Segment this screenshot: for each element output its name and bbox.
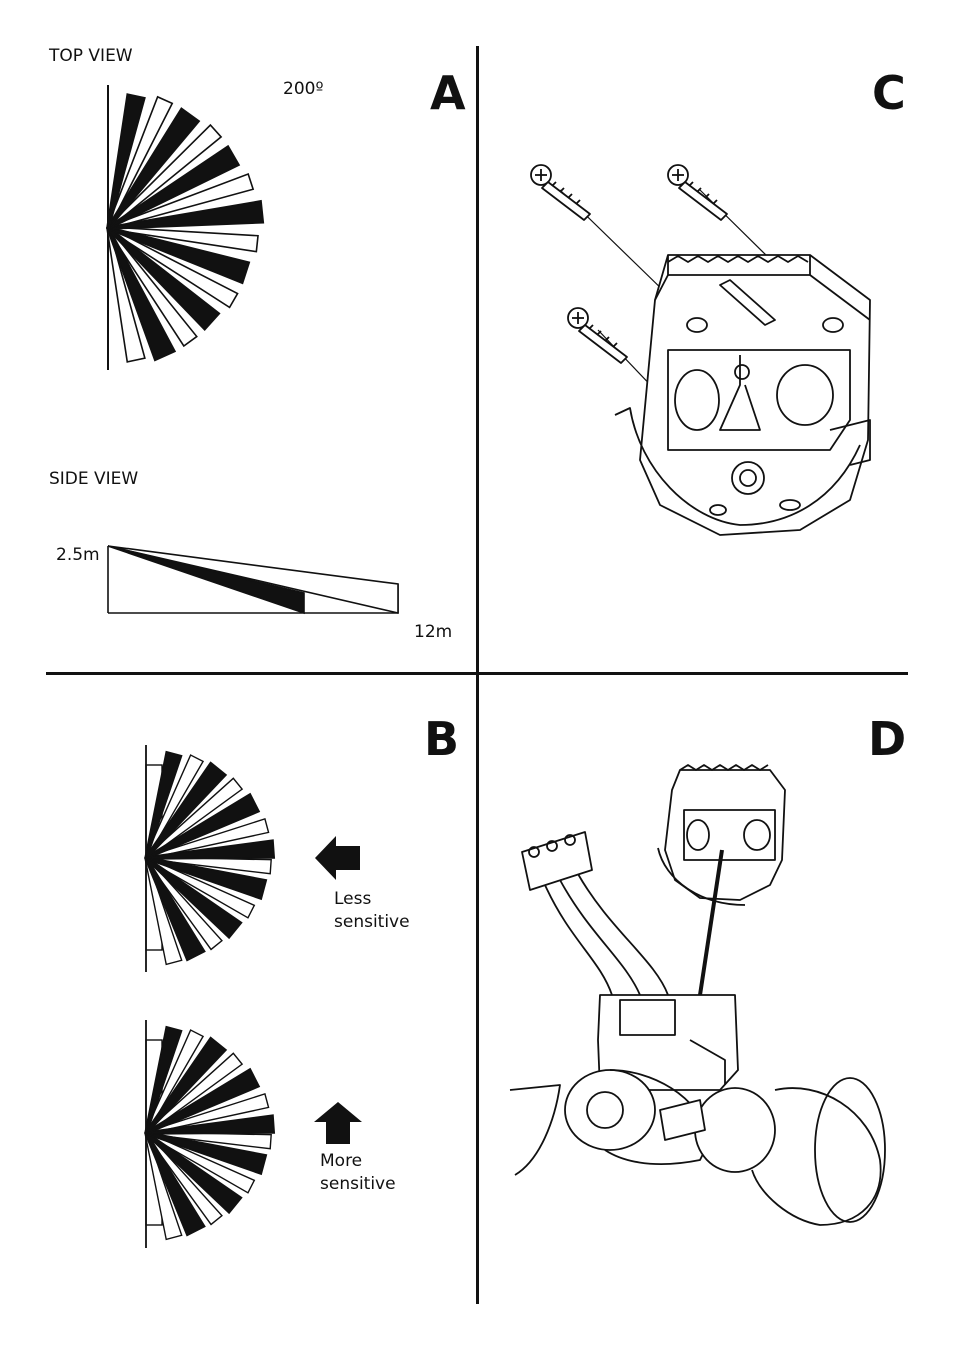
detection-zone-wedge bbox=[144, 750, 183, 860]
side-view-detection-zone bbox=[107, 545, 399, 615]
screw-icon bbox=[667, 164, 728, 221]
less-sensitive-label: Less sensitive bbox=[334, 889, 410, 932]
less-sensitive-fan bbox=[144, 745, 276, 972]
screw-icon bbox=[530, 164, 591, 221]
more-sensitive-fan bbox=[144, 1020, 276, 1248]
side-view-label: SIDE VIEW bbox=[49, 469, 139, 489]
more-sensitive-label: More sensitive bbox=[320, 1151, 396, 1194]
mounting-bracket-illustration bbox=[530, 164, 871, 536]
panel-letter-d: D bbox=[868, 712, 907, 766]
horizontal-divider bbox=[46, 672, 908, 675]
top-view-detection-fan bbox=[106, 85, 265, 370]
detection-range-label: 12m bbox=[414, 622, 453, 642]
mount-height-label: 2.5m bbox=[56, 545, 100, 565]
top-view-label: TOP VIEW bbox=[49, 46, 133, 66]
floodlight-wiring-illustration bbox=[509, 764, 886, 1226]
detection-zone-wedge bbox=[106, 93, 146, 230]
detection-zone-wedge bbox=[144, 1025, 183, 1135]
panel-letter-c: C bbox=[872, 66, 906, 120]
arrow-left-icon bbox=[315, 836, 360, 880]
panel-letter-a: A bbox=[430, 66, 466, 120]
panel-letter-b: B bbox=[424, 712, 460, 766]
screw-icon bbox=[567, 307, 628, 364]
arrow-up-icon bbox=[314, 1102, 362, 1144]
detection-angle-label: 200º bbox=[283, 79, 324, 99]
vertical-divider bbox=[476, 46, 479, 1304]
